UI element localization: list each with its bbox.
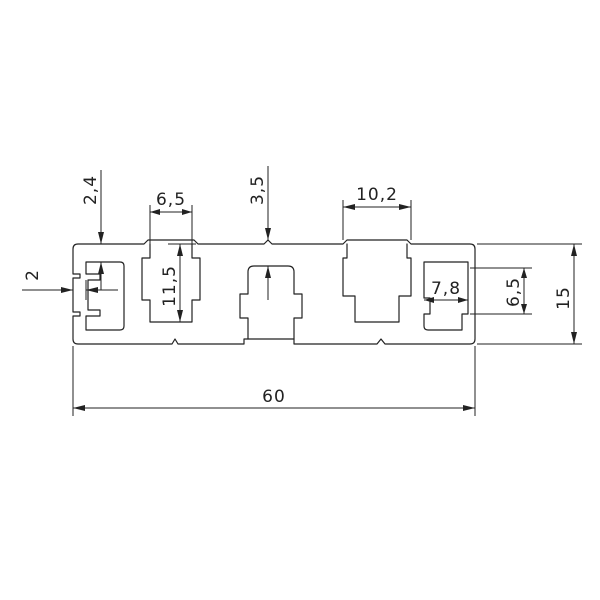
right-end-pocket	[423, 261, 469, 331]
label-overall-height: 15	[554, 286, 574, 310]
label-slot-height-left: 11,5	[160, 265, 180, 307]
arrowhead	[98, 232, 104, 244]
arrowhead	[177, 310, 183, 322]
center-t-slot	[239, 265, 303, 340]
arrowhead	[86, 287, 98, 293]
right-t-slot	[342, 243, 412, 323]
label-top-wall: 2,4	[81, 175, 101, 205]
extrusion-profile	[72, 239, 476, 345]
arrowhead	[343, 204, 355, 210]
label-side-wall: 2	[23, 269, 43, 281]
arrowhead	[98, 262, 104, 274]
dimension-labels: 2,4 6,5 3,5 10,2 2 11,5 7,8 6,5 15 60	[23, 175, 574, 407]
label-overall-width: 60	[262, 387, 286, 407]
arrowhead	[265, 266, 271, 278]
arrowhead	[521, 304, 527, 314]
arrowhead	[521, 268, 527, 278]
arrowhead	[424, 297, 434, 303]
label-slot-depth-center: 3,5	[248, 175, 268, 205]
left-end-pocket	[85, 261, 125, 331]
arrowhead	[571, 244, 577, 256]
arrowhead	[399, 204, 411, 210]
arrowhead	[571, 332, 577, 344]
outer-contour	[72, 239, 476, 345]
arrowhead	[177, 244, 183, 256]
arrowhead	[265, 228, 271, 240]
label-end-slot-width: 7,8	[431, 279, 461, 299]
left-t-slot	[141, 243, 201, 323]
arrowhead	[150, 209, 160, 215]
arrowhead	[458, 297, 468, 303]
arrowhead	[73, 405, 85, 411]
arrowhead	[182, 209, 192, 215]
arrowhead	[61, 287, 73, 293]
arrowhead	[463, 405, 475, 411]
label-end-slot-height: 6,5	[504, 277, 524, 307]
label-slot-opening-left: 6,5	[156, 190, 186, 210]
dimension-lines	[22, 166, 582, 416]
label-slot-opening-right: 10,2	[356, 185, 398, 205]
